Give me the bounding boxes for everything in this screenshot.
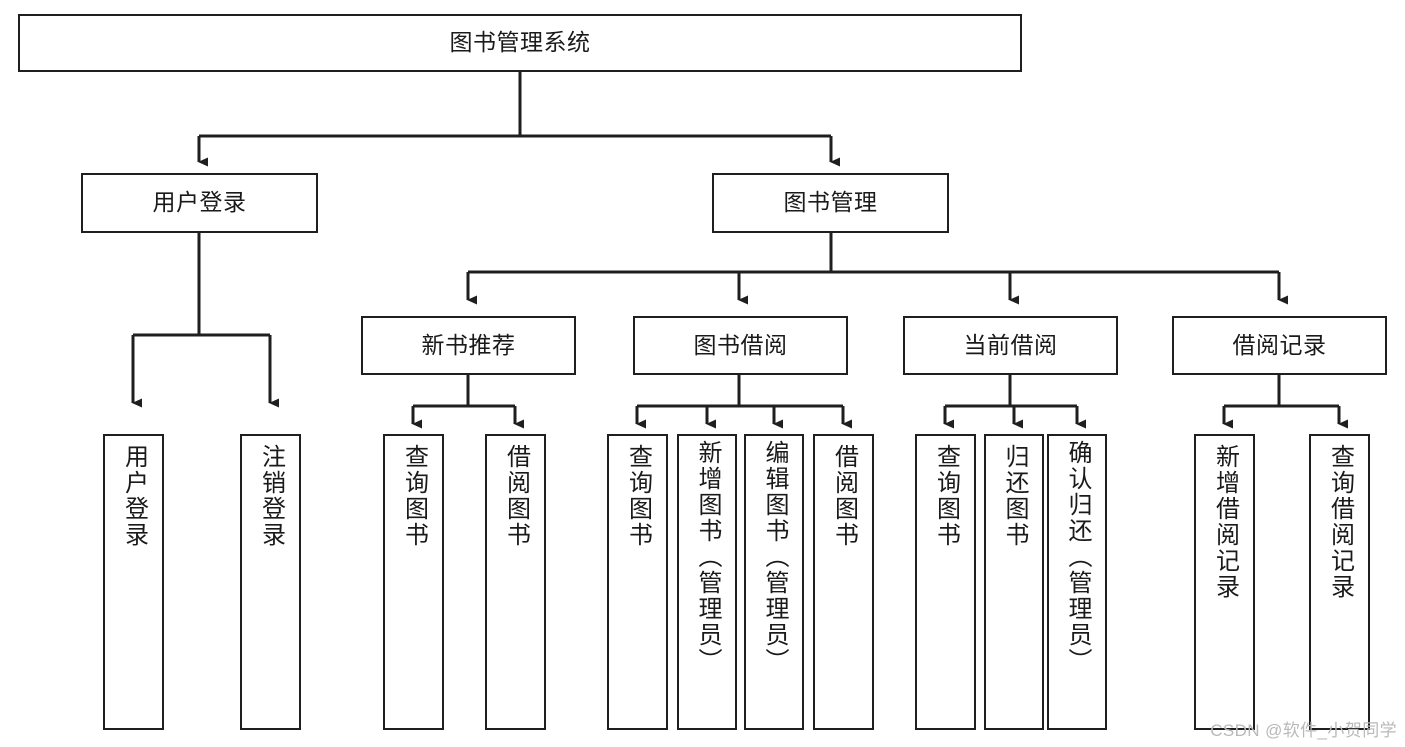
- node-label: 归还图书: [1000, 444, 1028, 548]
- leaf-borrow-edit-book-admin[interactable]: 编辑图书（管理员）: [744, 434, 804, 730]
- leaf-current-query-book[interactable]: 查询图书: [915, 434, 976, 730]
- leaf-borrow-borrow-book[interactable]: 借阅图书: [813, 434, 874, 730]
- node-book-borrow[interactable]: 图书借阅: [633, 316, 848, 375]
- leaf-borrow-query-book[interactable]: 查询图书: [607, 434, 668, 730]
- node-current-borrow[interactable]: 当前借阅: [903, 316, 1118, 375]
- node-label: 新增图书（管理员）: [693, 440, 721, 674]
- leaf-user-login[interactable]: 用户登录: [103, 434, 164, 730]
- leaf-recommend-query-book[interactable]: 查询图书: [383, 434, 444, 730]
- node-label: 新书推荐: [421, 331, 516, 358]
- node-label: 注销登录: [257, 444, 285, 548]
- leaf-user-logout[interactable]: 注销登录: [240, 434, 301, 730]
- leaf-borrow-add-book-admin[interactable]: 新增图书（管理员）: [677, 434, 737, 730]
- node-label: 借阅图书: [502, 444, 530, 548]
- leaf-current-confirm-return-admin[interactable]: 确认归还（管理员）: [1047, 434, 1107, 730]
- node-label: 查询图书: [400, 444, 428, 548]
- node-label: 用户登录: [152, 189, 247, 216]
- node-label: 新增借阅记录: [1211, 444, 1239, 600]
- node-label: 编辑图书（管理员）: [760, 440, 788, 674]
- node-label: 借阅记录: [1232, 331, 1327, 358]
- node-label: 当前借阅: [963, 331, 1058, 358]
- node-label: 查询图书: [932, 444, 960, 548]
- node-root-system[interactable]: 图书管理系统: [18, 14, 1022, 72]
- node-label: 图书管理系统: [449, 29, 591, 56]
- node-label: 查询借阅记录: [1326, 444, 1354, 600]
- node-book-management[interactable]: 图书管理: [712, 173, 949, 233]
- node-label: 用户登录: [120, 444, 148, 548]
- node-label: 图书管理: [783, 189, 878, 216]
- node-label: 借阅图书: [830, 444, 858, 548]
- leaf-record-add-borrow-record[interactable]: 新增借阅记录: [1194, 434, 1255, 730]
- leaf-recommend-borrow-book[interactable]: 借阅图书: [485, 434, 546, 730]
- node-user-login[interactable]: 用户登录: [81, 173, 318, 233]
- node-label: 确认归还（管理员）: [1063, 440, 1091, 674]
- leaf-current-return-book[interactable]: 归还图书: [984, 434, 1044, 730]
- leaf-record-query-borrow-record[interactable]: 查询借阅记录: [1309, 434, 1370, 730]
- node-label: 查询图书: [624, 444, 652, 548]
- watermark-text: CSDN @软件_小贺同学: [1210, 721, 1397, 740]
- node-borrow-record[interactable]: 借阅记录: [1172, 316, 1387, 375]
- node-new-book-recommend[interactable]: 新书推荐: [361, 316, 576, 375]
- node-label: 图书借阅: [693, 331, 788, 358]
